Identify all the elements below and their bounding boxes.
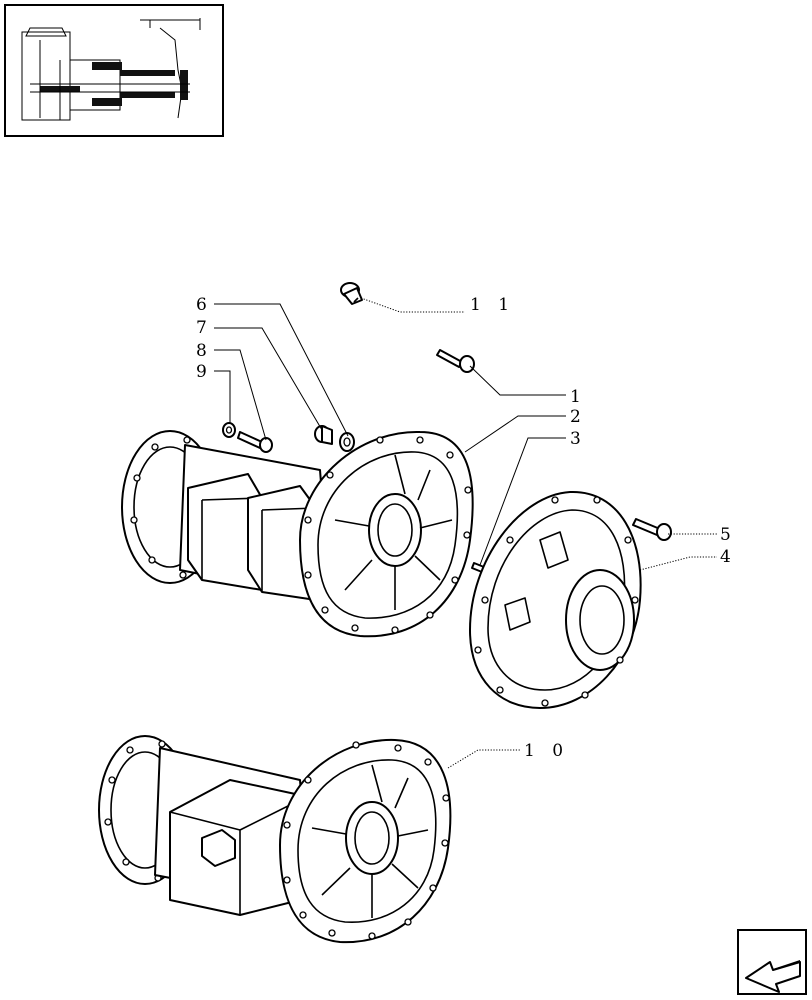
- leader-lines: [214, 297, 717, 769]
- callout-7: 7: [196, 318, 213, 338]
- part-11-plug: [340, 282, 363, 305]
- callout-9: 9: [196, 362, 213, 382]
- callout-4: 4: [720, 547, 737, 567]
- callout-5: 5: [720, 525, 737, 545]
- callout-labels: 1 1 1 2 3 5 4 6 7 8 9 1 0: [196, 295, 737, 761]
- part-9-washer: [222, 422, 236, 438]
- part-7-plug: [314, 425, 333, 445]
- callout-1: 1: [570, 387, 587, 407]
- part-6-washer: [339, 432, 355, 452]
- callout-11: 1 1: [470, 295, 515, 315]
- part-10-housing-assembly: [98, 735, 452, 944]
- part-8-screw: [237, 431, 273, 453]
- tractor-cutaway-icon[interactable]: [4, 4, 224, 137]
- callout-10: 1 0: [524, 741, 569, 761]
- callout-6: 6: [196, 295, 213, 315]
- part-2-axle-housing: [121, 430, 474, 638]
- part-5-screw: [632, 518, 672, 541]
- callout-2: 2: [570, 407, 587, 427]
- callout-8: 8: [196, 341, 213, 361]
- part-1-screw: [436, 349, 475, 373]
- callout-3: 3: [570, 429, 587, 449]
- arrow-back-icon[interactable]: [737, 929, 807, 995]
- part-4-cover: [469, 490, 642, 709]
